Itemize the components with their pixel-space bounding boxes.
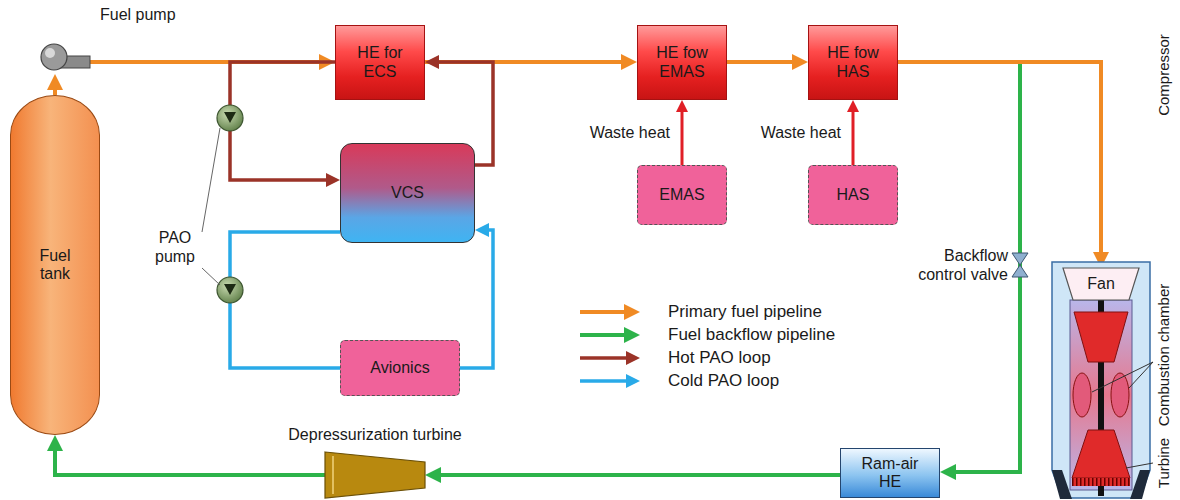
node-caption: Depressurization turbine xyxy=(288,426,461,444)
heat-source-box: EMAS xyxy=(637,165,727,225)
pipe-connector xyxy=(230,232,340,368)
pipe-connector xyxy=(727,60,802,64)
legend-line-sample xyxy=(578,347,658,369)
node-text: Fuel tank xyxy=(30,247,80,284)
fuel-tank: Fuel tank xyxy=(10,95,100,435)
pump-highlight xyxy=(45,48,55,58)
edge-label: Waste heat xyxy=(588,124,672,142)
component-label: Backflow control valve xyxy=(906,246,1008,284)
legend-line-sample xyxy=(578,370,658,392)
pao-pump-symbol xyxy=(217,105,243,131)
engine-part-label: Combustion chamber xyxy=(1155,284,1172,427)
legend-line xyxy=(580,310,634,314)
legend-row: Cold PAO loop xyxy=(578,370,878,392)
pao-pump-symbol xyxy=(217,277,243,303)
fan-trapezoid xyxy=(1063,268,1139,300)
heat-exchanger-box: Ram-air HE xyxy=(840,448,940,498)
node-text: Fan xyxy=(1087,275,1115,293)
fan-shape: Fan xyxy=(1063,268,1139,300)
node-text: Ram-air HE xyxy=(859,455,921,492)
turbine-cone xyxy=(325,452,425,498)
pipe-connector xyxy=(431,473,840,477)
heat-exchanger-box: HE for ECS xyxy=(335,25,425,100)
legend-row: Hot PAO loop xyxy=(578,347,878,369)
pump-symbol: Fuel pump xyxy=(38,40,90,74)
pipe-connector xyxy=(53,80,57,95)
node-text: HE fow HAS xyxy=(822,44,884,81)
pump-body xyxy=(41,44,67,70)
vcs-box: VCS xyxy=(340,143,475,243)
legend-row: Primary fuel pipeline xyxy=(578,301,878,323)
legend-line-sample xyxy=(578,324,658,346)
edge-label: Waste heat xyxy=(759,124,843,142)
legend-line xyxy=(580,379,634,383)
node-text: VCS xyxy=(391,184,424,202)
engine-illustration xyxy=(1052,262,1153,499)
engine-part-label: Turbine xyxy=(1155,438,1172,488)
node-text: EMAS xyxy=(659,186,704,204)
leader-line xyxy=(202,128,220,232)
node-text: Avionics xyxy=(370,359,429,377)
engine-part-label: Compressor xyxy=(1155,34,1172,116)
pipe-connector xyxy=(898,62,1101,262)
heat-source-box: HAS xyxy=(808,165,898,225)
pipe-connector xyxy=(460,230,493,368)
pipe-connector xyxy=(898,62,1020,472)
legend-text: Hot PAO loop xyxy=(668,348,771,368)
node-text: HE for ECS xyxy=(349,44,411,81)
valve-symbol xyxy=(1012,253,1028,277)
pipe-connector xyxy=(55,441,325,475)
legend-text: Primary fuel pipeline xyxy=(668,302,822,322)
legend-text: Cold PAO loop xyxy=(668,371,779,391)
legend-text: Fuel backflow pipeline xyxy=(668,325,835,345)
heat-source-box: Avionics xyxy=(340,340,460,396)
legend-line-sample xyxy=(578,301,658,323)
legend-row: Fuel backflow pipeline xyxy=(578,324,878,346)
node-text: HAS xyxy=(837,186,870,204)
pipe-connector xyxy=(852,105,855,165)
legend-line xyxy=(580,356,634,360)
turbine-outline xyxy=(325,452,425,498)
pipe-connector xyxy=(230,62,335,180)
pump-outline xyxy=(38,40,90,74)
turbine-highlight xyxy=(332,456,334,494)
leader-line xyxy=(202,268,220,285)
heat-exchanger-box: HE fow EMAS xyxy=(637,25,727,100)
component-label: PAO pump xyxy=(146,228,204,266)
pipe-connector xyxy=(681,105,684,165)
node-text: HE fow EMAS xyxy=(651,44,713,81)
legend-line xyxy=(580,333,634,337)
heat-exchanger-box: HE fow HAS xyxy=(808,25,898,100)
node-caption: Fuel pump xyxy=(100,6,176,24)
turbine-shape: Depressurization turbine xyxy=(325,452,425,498)
